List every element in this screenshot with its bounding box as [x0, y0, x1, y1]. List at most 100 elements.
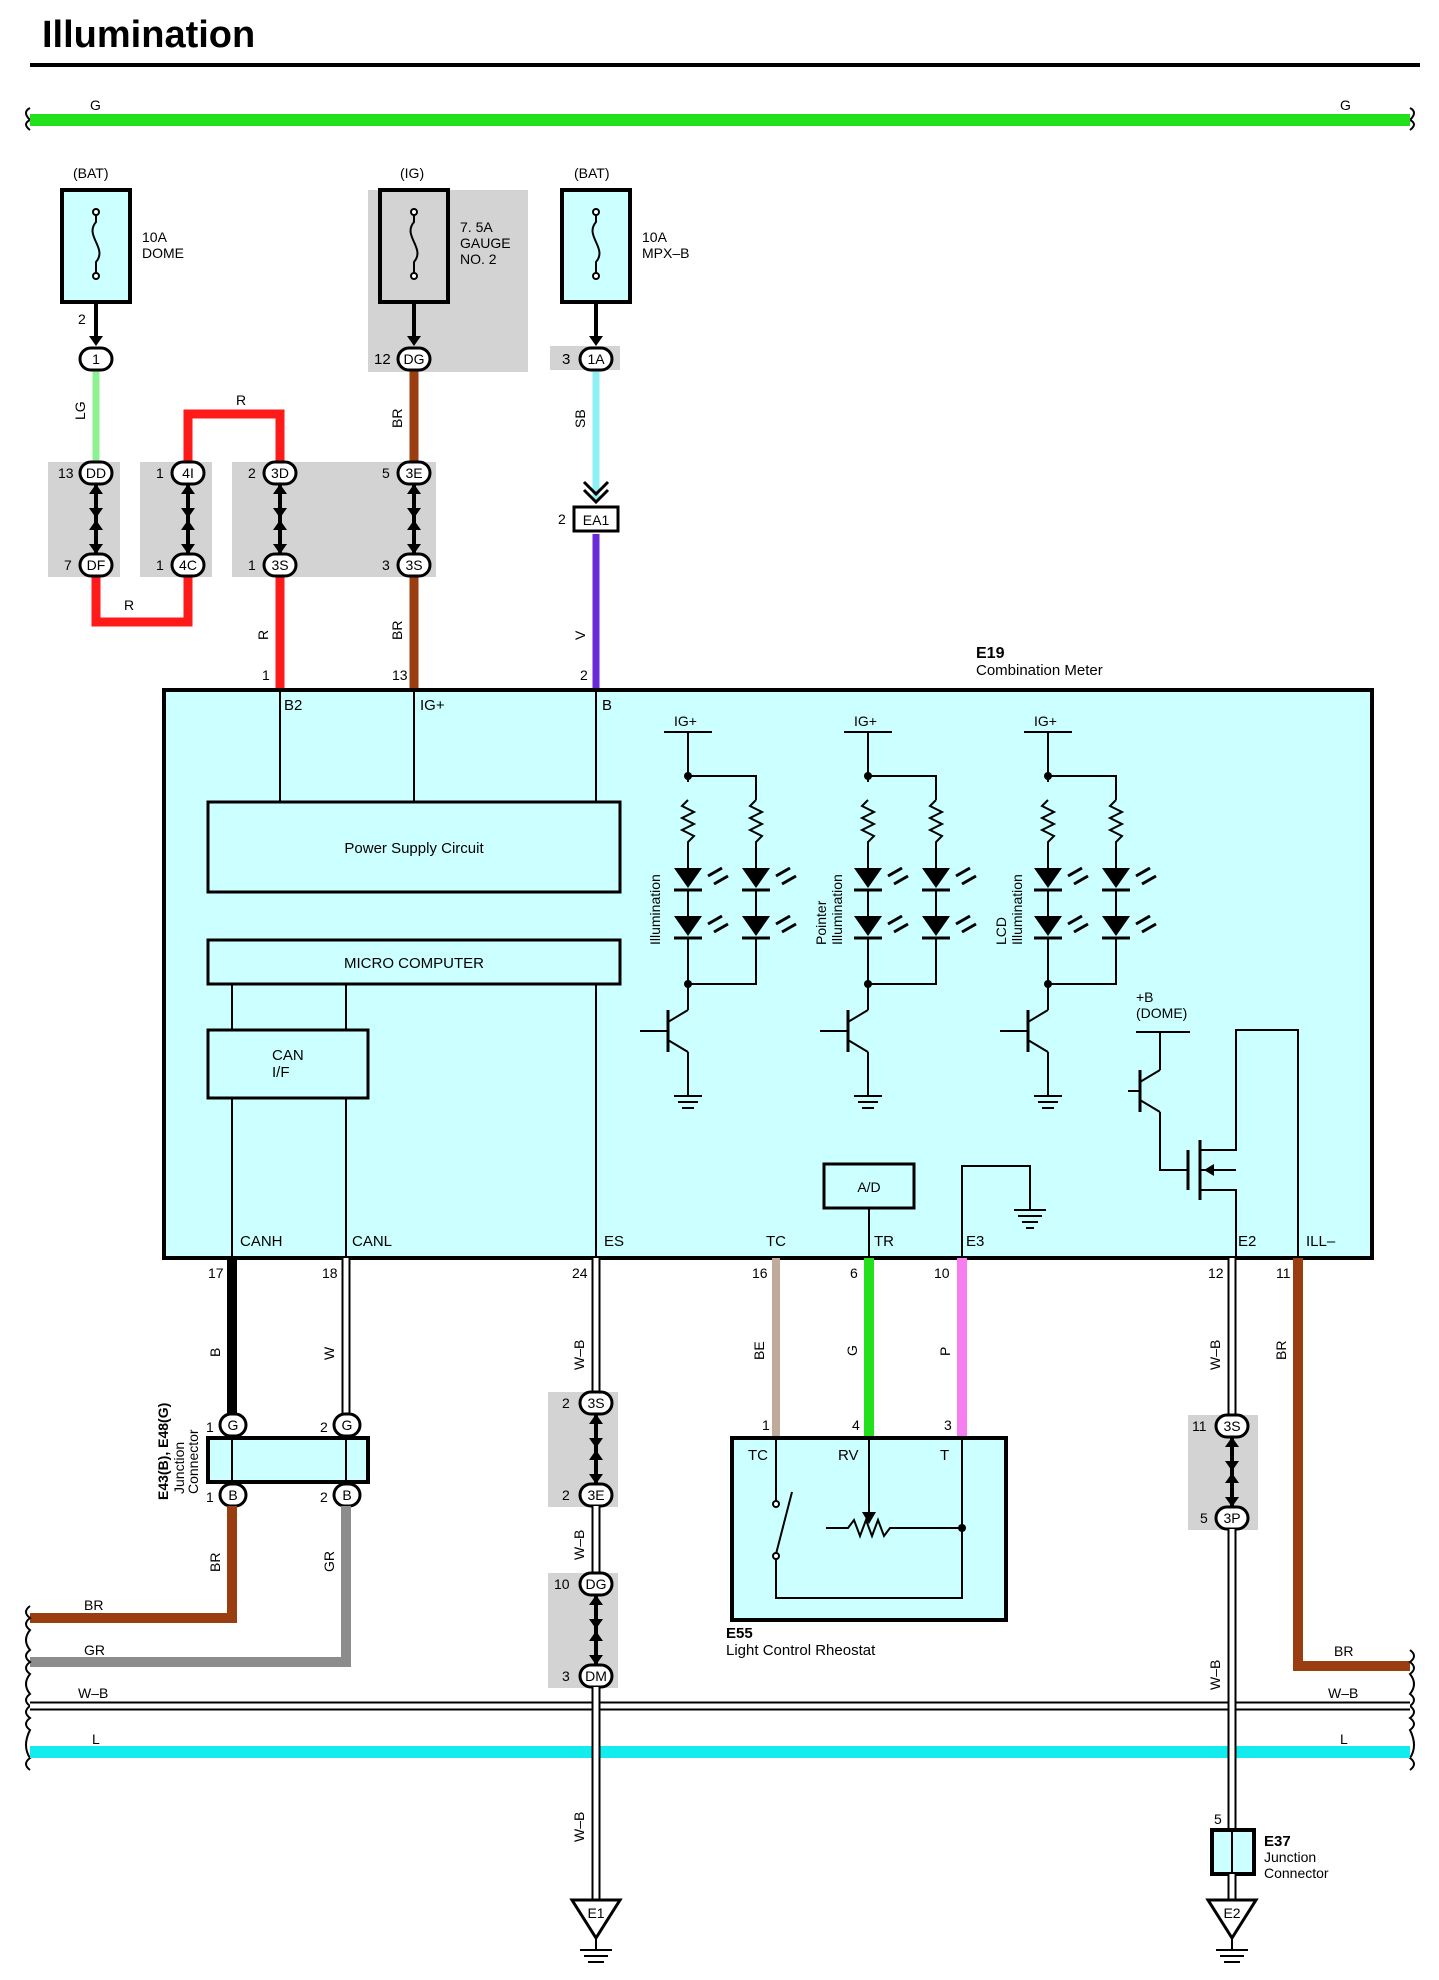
- svg-text:10: 10: [554, 1576, 570, 1592]
- svg-text:2: 2: [562, 1395, 570, 1411]
- svg-text:I/F: I/F: [272, 1064, 290, 1081]
- svg-text:W–B: W–B: [1328, 1685, 1358, 1701]
- svg-text:TC: TC: [748, 1447, 768, 1464]
- svg-text:3S: 3S: [271, 557, 288, 573]
- svg-text:W–B: W–B: [571, 1530, 587, 1560]
- svg-text:7: 7: [64, 557, 72, 573]
- svg-text:ILL–: ILL–: [1306, 1233, 1336, 1250]
- svg-text:2: 2: [562, 1487, 570, 1503]
- svg-text:1: 1: [262, 667, 270, 683]
- svg-text:12: 12: [1208, 1265, 1224, 1281]
- svg-text:(IG): (IG): [400, 165, 424, 181]
- led-circuit-pointer: IG+ Pointer Illumination: [813, 713, 977, 1109]
- svg-text:BR: BR: [1334, 1643, 1353, 1659]
- light-control-rheostat: TC RV T E55 Light Control Rheostat 1 4 3: [726, 1417, 1008, 1659]
- svg-text:L: L: [92, 1731, 100, 1747]
- svg-text:A/D: A/D: [857, 1179, 880, 1195]
- svg-text:Connector: Connector: [1264, 1865, 1329, 1881]
- svg-text:Light Control Rheostat: Light Control Rheostat: [726, 1642, 876, 1659]
- ad-converter: A/D: [822, 1162, 1046, 1258]
- svg-text:Junction: Junction: [171, 1442, 187, 1494]
- svg-text:3S: 3S: [1223, 1418, 1240, 1434]
- page-title: Illumination: [42, 14, 256, 56]
- svg-text:BR: BR: [84, 1597, 103, 1613]
- svg-text:BE: BE: [751, 1341, 767, 1360]
- ground-e2: E2: [1205, 1898, 1259, 1963]
- svg-text:W–B: W–B: [1207, 1340, 1223, 1370]
- svg-text:DF: DF: [87, 557, 106, 573]
- svg-text:3: 3: [562, 1668, 570, 1684]
- svg-text:(BAT): (BAT): [574, 165, 610, 181]
- svg-text:Illumination: Illumination: [647, 874, 663, 945]
- svg-text:5: 5: [382, 465, 390, 481]
- svg-text:TR: TR: [874, 1233, 894, 1250]
- svg-text:P: P: [937, 1347, 953, 1356]
- svg-text:SB: SB: [572, 409, 588, 428]
- svg-text:MPX–B: MPX–B: [642, 245, 689, 261]
- fuse-mpx: (BAT) 10A MPX–B 3: [560, 165, 689, 368]
- svg-text:RV: RV: [838, 1447, 859, 1464]
- dome-driver: +B (DOME): [1128, 989, 1299, 1258]
- svg-text:W: W: [321, 1346, 337, 1360]
- svg-text:1: 1: [92, 351, 100, 367]
- svg-text:DG: DG: [404, 351, 425, 367]
- svg-text:G: G: [228, 1417, 239, 1433]
- svg-text:R: R: [124, 597, 134, 613]
- svg-text:11: 11: [1276, 1265, 1291, 1281]
- svg-text:1: 1: [206, 1489, 214, 1505]
- svg-text:13: 13: [392, 667, 408, 683]
- power-supply-circuit: Power Supply Circuit: [344, 840, 484, 857]
- svg-text:3: 3: [944, 1417, 952, 1433]
- svg-text:3: 3: [382, 557, 390, 573]
- jc-wires: BR GR: [30, 1506, 351, 1667]
- bus-label: G: [90, 97, 101, 113]
- svg-text:NO. 2: NO. 2: [460, 251, 497, 267]
- svg-text:12: 12: [374, 351, 391, 368]
- svg-text:2: 2: [558, 511, 566, 527]
- svg-text:16: 16: [752, 1265, 768, 1281]
- svg-text:T: T: [940, 1447, 949, 1464]
- svg-text:4C: 4C: [179, 557, 197, 573]
- fuse-gauge: (IG) 7. 5A GAUGE NO. 2 12: [374, 165, 511, 368]
- svg-text:3D: 3D: [271, 465, 289, 481]
- svg-text:Illumination: Illumination: [829, 874, 845, 945]
- led-circuit-illumination: IG+ Illumination: [640, 713, 797, 1109]
- svg-text:3P: 3P: [1223, 1510, 1240, 1526]
- svg-text:B: B: [342, 1487, 351, 1503]
- svg-text:TC: TC: [766, 1233, 786, 1250]
- svg-text:2: 2: [580, 667, 588, 683]
- svg-text:4: 4: [852, 1417, 860, 1433]
- svg-text:W–B: W–B: [571, 1340, 587, 1370]
- svg-text:10: 10: [934, 1265, 950, 1281]
- svg-text:E1: E1: [587, 1905, 604, 1921]
- svg-text:BR: BR: [389, 409, 405, 428]
- svg-text:W–B: W–B: [1207, 1660, 1223, 1690]
- svg-text:B2: B2: [284, 697, 302, 714]
- svg-text:4I: 4I: [182, 465, 194, 481]
- svg-text:E2: E2: [1223, 1905, 1240, 1921]
- svg-text:2: 2: [320, 1419, 328, 1435]
- svg-text:17: 17: [208, 1265, 224, 1281]
- svg-text:GR: GR: [84, 1642, 105, 1658]
- micro-computer: MICRO COMPUTER: [344, 955, 484, 972]
- svg-text:1: 1: [156, 557, 164, 573]
- ground-e1: E1: [569, 1898, 623, 1963]
- svg-text:6: 6: [850, 1265, 858, 1281]
- svg-text:Combination Meter: Combination Meter: [976, 662, 1103, 679]
- svg-text:1: 1: [248, 557, 256, 573]
- svg-text:IG+: IG+: [1034, 713, 1057, 729]
- svg-text:IG+: IG+: [420, 697, 445, 714]
- svg-text:EA1: EA1: [583, 512, 610, 528]
- svg-text:G: G: [342, 1417, 353, 1433]
- svg-text:E43(B), E48(G): E43(B), E48(G): [155, 1403, 171, 1500]
- svg-text:3E: 3E: [405, 465, 422, 481]
- svg-text:W–B: W–B: [78, 1685, 108, 1701]
- junction-connector-e37: 5 E37 Junction Connector: [1210, 1811, 1329, 1900]
- svg-text:E2: E2: [1238, 1233, 1256, 1250]
- svg-text:(BAT): (BAT): [73, 165, 109, 181]
- svg-text:2: 2: [78, 311, 86, 327]
- svg-text:DM: DM: [585, 1668, 607, 1684]
- svg-text:CAN: CAN: [272, 1047, 304, 1064]
- svg-text:5: 5: [1200, 1510, 1208, 1526]
